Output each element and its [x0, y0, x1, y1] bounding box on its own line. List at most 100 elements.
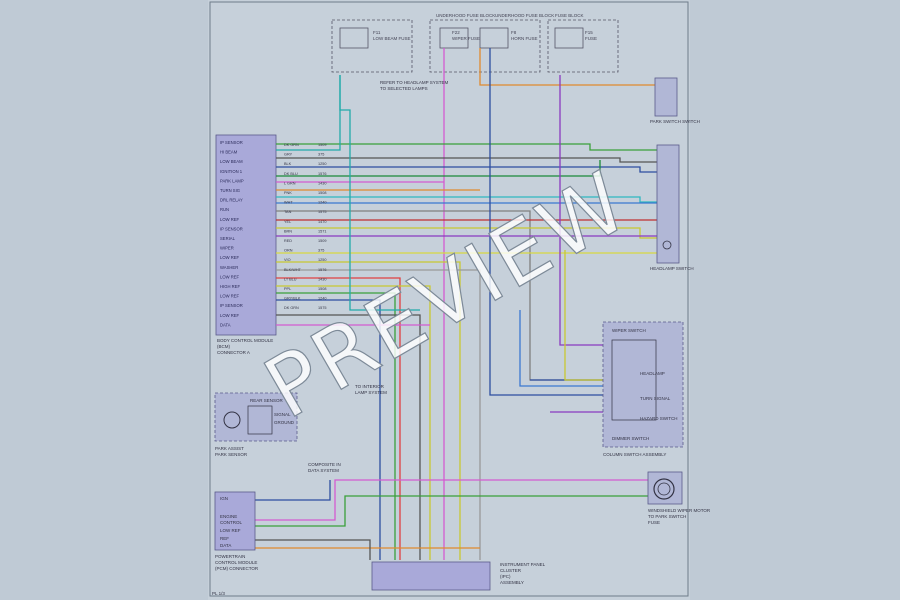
rear-sensor-title: REAR SENSOR [250, 398, 284, 403]
fuse-block-3 [547, 19, 619, 73]
diagram-frame [209, 1, 689, 597]
motor-note-1: TO PARK SWITCH [648, 514, 686, 519]
composite-note-2: DATA SYSTEM [308, 468, 339, 473]
bcm-pin-label: SERIAL [220, 236, 236, 241]
fuse-label-2: WIPER FUSE [452, 36, 480, 41]
wire-33 [255, 480, 331, 501]
left-note-2: LAMP SYSTEM [355, 390, 387, 395]
wire-26 [559, 75, 605, 346]
bcm-pin-label: LOW REF [220, 255, 240, 260]
wire-color-tag: ORN [284, 249, 293, 253]
wire-color-tag: PNK [284, 191, 292, 195]
left-note-1: TO INTERIOR [355, 384, 385, 389]
fuse-code-3: F8 [511, 30, 517, 35]
wire-4 [276, 157, 657, 163]
fuse-block-label-2: UNDERHOOD FUSE BLOCK [495, 13, 554, 18]
ecm-caption-3: (PCM) CONNECTOR [215, 566, 259, 571]
fuse-code-2: F22 [452, 30, 460, 35]
ipc-label-1: INSTRUMENT PANEL [500, 562, 546, 567]
bcm-pin-label: HI BEAM [220, 150, 238, 155]
wire-color-tag: PPL [284, 287, 291, 291]
wire-color-tag: RED [284, 239, 292, 243]
center-note-1: REFER TO HEADLAMP SYSTEM [380, 80, 449, 85]
wire-color-tag: TAN [284, 210, 292, 214]
wire-29 [564, 250, 605, 381]
bcm-pin-label: LOW REF [220, 274, 240, 279]
bcm-module-box [215, 134, 277, 336]
wire-color-tag: YEL [284, 220, 291, 224]
wire-27 [489, 48, 605, 396]
wire-19 [276, 285, 431, 560]
bcm-pin-label: DRL RELAY [220, 198, 243, 203]
fuse-symbol-4 [554, 27, 584, 49]
wire-code-tag: 1576 [318, 268, 326, 272]
ipc-module-box [371, 561, 491, 591]
fuse-code-4: F15 [585, 30, 593, 35]
wire-code-tag: 1576 [318, 172, 326, 176]
bcm-caption-3: CONNECTOR A [217, 350, 250, 355]
wire-code-tag: 1470 [318, 220, 326, 224]
wire-0 [479, 48, 655, 86]
wire-20 [276, 292, 396, 560]
fuse-block-2 [429, 19, 541, 73]
wire-2 [276, 143, 657, 151]
center-note-2: TO SELECTED LAMPS [380, 86, 428, 91]
ecm-caption-1: POWERTRAIN [215, 554, 245, 559]
wire-code-tag: 375 [318, 249, 324, 253]
ecm-pin-3: REF [220, 536, 229, 541]
wire-17 [276, 269, 481, 560]
wire-34 [255, 539, 371, 560]
wiper-motor-core [657, 482, 671, 496]
bcm-caption-1: BODY CONTROL MODULE [217, 338, 273, 343]
bcm-pin-label: LOW REF [220, 294, 240, 299]
composite-note-1: COMPOSITE IN [308, 462, 341, 467]
column-switch-box [602, 321, 684, 448]
rear-sensor-chip [247, 405, 273, 435]
wire-21 [276, 299, 381, 560]
rear-label-1: PARK ASSIST [215, 446, 244, 451]
headlamp-switch-box [656, 144, 680, 264]
wire-35 [339, 75, 420, 311]
fuse-block-label-3: FUSE BLOCK [555, 13, 584, 18]
fuse-symbol-2 [439, 27, 469, 49]
fuse-label-4: FUSE [585, 36, 597, 41]
headlamp-switch-label: HEADLAMP SWITCH [650, 266, 694, 271]
bcm-pin-label: IP SENSOR [220, 303, 243, 308]
wire-color-tag: DK BLU [284, 172, 298, 176]
wiper-motor-icon [653, 478, 675, 500]
bcm-pin-label: TURN SIG [220, 188, 240, 193]
fuse-symbol-3 [479, 27, 509, 49]
column-switch-label: COLUMN SWITCH ASSEMBLY [603, 452, 666, 457]
wire-22 [276, 314, 421, 560]
rear-sensor-line-1: SIGNAL [274, 412, 291, 417]
wire-color-tag: BRN [284, 229, 292, 233]
ipc-label-4: ASSEMBLY [500, 580, 524, 585]
wire-color-tag: GRY/BLK [284, 297, 301, 301]
column-switch-item-1: WIPER SWITCH [612, 328, 646, 333]
wire-13 [276, 227, 657, 239]
ecm-caption-2: CONTROL MODULE [215, 560, 257, 565]
fuse-symbol-1 [339, 27, 369, 49]
ecm-pin-4: DATA [220, 543, 231, 548]
wire-color-tag: VIO [284, 258, 291, 262]
fuse-block-label-1: UNDERHOOD FUSE BLOCK [436, 13, 495, 18]
wire-16 [276, 261, 461, 560]
wire-code-tag: 1575 [318, 306, 326, 310]
column-switch-item-2: HEADLAMP [640, 371, 665, 376]
wire-18 [276, 277, 401, 560]
rear-sensor-line-2: GROUND [274, 420, 295, 425]
rear-sensor-icon [223, 411, 241, 429]
ecm-label-2: CONTROL [220, 520, 242, 525]
wire-code-tag: 1430 [318, 181, 326, 185]
wire-color-tag: BLK [284, 162, 292, 166]
fuse-label-3: HORN FUSE [511, 36, 538, 41]
ecm-box [214, 491, 256, 551]
park-switch-label: PARK SWITCH SWITCH [650, 119, 700, 124]
wire-5 [276, 166, 657, 173]
ipc-label-2: CLUSTER [500, 568, 522, 573]
wire-code-tag: 1575 [318, 210, 326, 214]
bcm-pin-label: DATA [220, 322, 231, 327]
bcm-pin-label: LOW REF [220, 217, 240, 222]
